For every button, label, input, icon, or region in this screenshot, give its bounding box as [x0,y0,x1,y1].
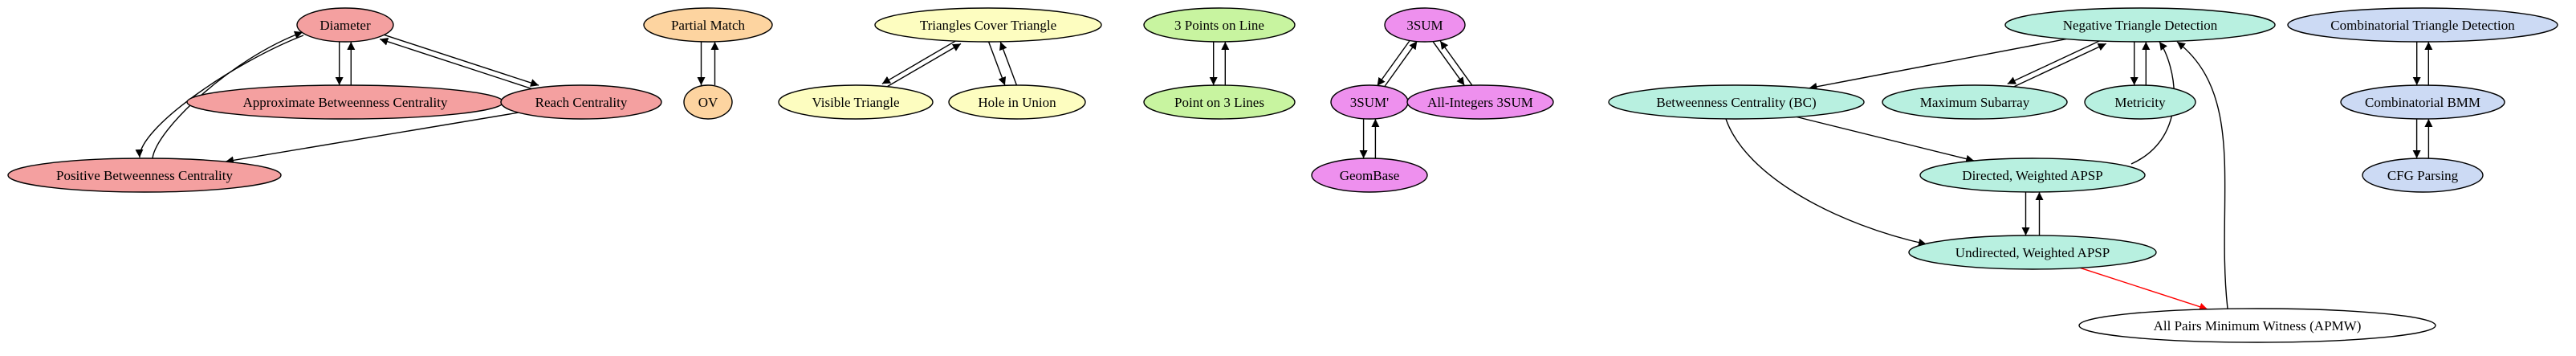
node-neg-tri: Negative Triangle Detection [2004,7,2276,43]
node-label: 3SUM' [1350,95,1389,110]
node-label: Maximum Subarray [1920,95,2030,110]
node-partial-match: Partial Match [643,7,773,43]
node-ellipse [296,7,394,43]
edge-threesum-to-all-int [1432,40,1465,86]
node-ellipse [1143,84,1296,120]
node-label: OV [698,95,718,110]
node-geombase: GeomBase [1311,158,1428,193]
edge-hole-union-to-tri-cover [999,41,1018,86]
edge-threesum-to-threesum-p [1377,40,1410,87]
node-ellipse [778,84,934,120]
edge-diameter-to-reach [380,33,539,87]
edges-layer [135,31,2433,311]
node-cfg: CFG Parsing [2362,158,2484,193]
node-label: Negative Triangle Detection [2063,18,2218,33]
node-ellipse [948,84,1086,120]
node-ellipse [1919,158,2146,193]
edge-max-sub-to-neg-tri [2008,43,2106,90]
node-ellipse [2362,158,2484,193]
node-visible-tri: Visible Triangle [778,84,934,120]
edge-threesum-p-to-threesum [1384,40,1418,87]
node-bc: Betweenness Centrality (BC) [1608,84,1865,120]
node-label: GeomBase [1340,168,1400,183]
node-ellipse [2084,84,2196,120]
edge-reach-to-diameter [379,37,537,92]
node-ellipse [1143,7,1296,43]
edge-pos-bc-to-diameter [152,31,303,159]
node-ellipse [874,7,1102,43]
node-und-apsp: Undirected, Weighted APSP [1908,235,2157,270]
node-label: Approximate Betweenness Centrality [243,95,448,110]
edge-reach-to-pos-bc [225,112,519,165]
edge-visible-tri-to-tri-cover [883,43,962,90]
node-ellipse [1406,84,1554,120]
node-ellipse [2287,7,2558,43]
node-label: Betweenness Centrality (BC) [1656,95,1816,110]
node-ellipse [643,7,773,43]
node-label: Hole in Union [978,95,1056,110]
node-label: Visible Triangle [812,95,899,110]
node-ellipse [1882,84,2068,120]
node-label: Partial Match [671,18,746,33]
edge-bc-to-und-apsp [1725,118,1927,247]
node-label: Metricity [2114,95,2166,110]
node-all-int: All-Integers 3SUM [1406,84,1554,120]
node-apmw: All Pairs Minimum Witness (APMW) [2078,308,2436,343]
node-pos-bc: Positive Betweenness Centrality [7,158,282,193]
node-metricity: Metricity [2084,84,2196,120]
node-label: 3 Points on Line [1174,18,1264,33]
node-threesum: 3SUM [1384,7,1466,43]
edge-apmw-to-neg-tri [2176,41,2228,309]
node-ellipse [2340,84,2505,120]
node-max-sub: Maximum Subarray [1882,84,2068,120]
node-ellipse [500,84,662,120]
edge-tri-cover-to-hole-union [987,41,1007,86]
node-label: Undirected, Weighted APSP [1955,245,2110,260]
node-ellipse [1311,158,1428,193]
node-label: All Pairs Minimum Witness (APMW) [2154,318,2362,333]
node-ellipse [1908,235,2157,270]
node-comb-tri: Combinatorial Triangle Detection [2287,7,2558,43]
node-three-pts: 3 Points on Line [1143,7,1296,43]
node-label: CFG Parsing [2387,168,2459,183]
node-ov: OV [683,84,733,120]
node-dir-apsp: Directed, Weighted APSP [1919,158,2146,193]
node-label: Reach Centrality [535,95,628,110]
edge-neg-tri-to-max-sub [2007,38,2105,85]
node-label: Point on 3 Lines [1174,95,1264,110]
node-label: Positive Betweenness Centrality [56,168,234,183]
node-label: Diameter [319,18,371,33]
edge-neg-tri-to-bc [1809,38,2067,91]
node-ellipse [7,158,282,193]
node-ellipse [2004,7,2276,43]
edge-und-apsp-to-apmw [2080,267,2208,311]
edge-all-int-to-threesum [1439,40,1473,86]
node-reach: Reach Centrality [500,84,662,120]
node-threesum-p: 3SUM' [1330,84,1409,120]
node-label: All-Integers 3SUM [1427,95,1533,110]
node-approx-bc: Approximate Betweenness Centrality [186,84,504,120]
node-ellipse [683,84,733,120]
node-label: Triangles Cover Triangle [920,18,1056,33]
node-ellipse [1608,84,1865,120]
edge-bc-to-dir-apsp [1796,116,1975,163]
node-label: Directed, Weighted APSP [1962,168,2102,183]
node-ellipse [2078,308,2436,343]
node-label: 3SUM [1406,18,1443,33]
node-comb-bmm: Combinatorial BMM [2340,84,2505,120]
node-diameter: Diameter [296,7,394,43]
node-pt-3lines: Point on 3 Lines [1143,84,1296,120]
node-label: Combinatorial Triangle Detection [2330,18,2515,33]
edge-tri-cover-to-visible-tri [881,38,960,84]
node-hole-union: Hole in Union [948,84,1086,120]
node-label: Combinatorial BMM [2365,95,2480,110]
node-ellipse [1384,7,1466,43]
node-tri-cover: Triangles Cover Triangle [874,7,1102,43]
edge-diameter-to-pos-bc [135,35,304,158]
